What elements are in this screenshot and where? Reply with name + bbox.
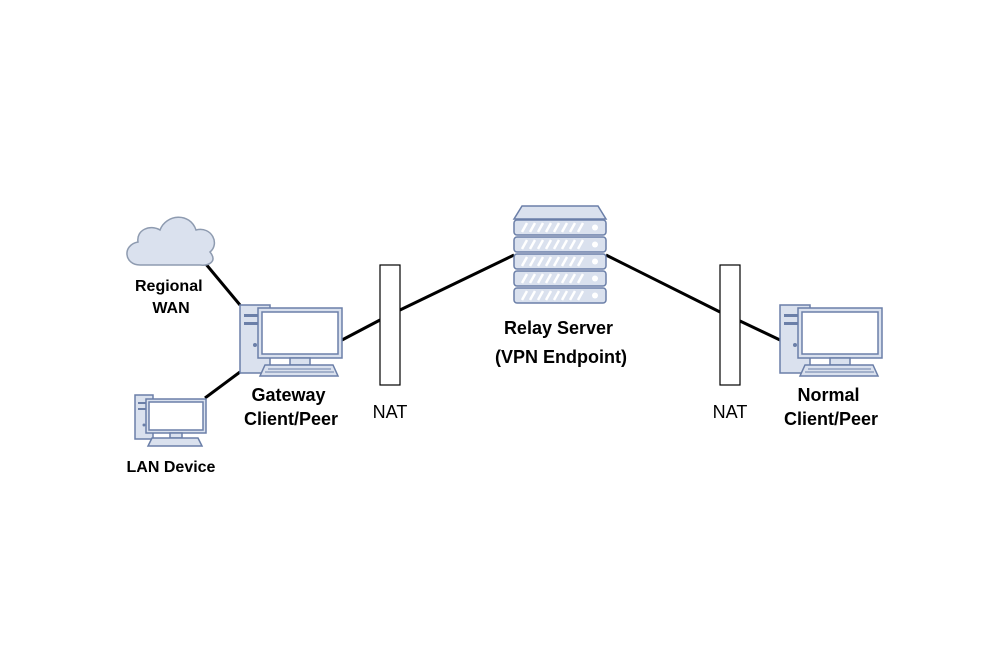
nat-left-label: NAT [373, 402, 408, 422]
nat-right-label: NAT [713, 402, 748, 422]
normal-client-computer-icon [779, 304, 883, 377]
normal-client-label: Normal Client/Peer [784, 385, 878, 429]
link-nat-left-relay [399, 253, 515, 312]
link-relay-nat-right [605, 253, 721, 314]
server-unit [513, 253, 607, 270]
lan-device-computer-icon [134, 394, 207, 447]
nat-right-box [719, 264, 741, 386]
cloud-icon [126, 216, 216, 266]
regional-wan-label: Regional WAN [135, 278, 207, 317]
server-icon [512, 205, 608, 304]
nat-left-box [379, 264, 401, 386]
lan-device-label: LAN Device [127, 459, 216, 476]
gateway-computer-icon [239, 304, 343, 377]
server-unit [513, 236, 607, 253]
link-lan-gateway [204, 370, 241, 400]
server-unit [513, 287, 607, 304]
server-unit [513, 219, 607, 236]
link-gateway-nat-left [341, 318, 381, 342]
gateway-label: Gateway Client/Peer [244, 385, 338, 429]
server-unit [513, 270, 607, 287]
relay-server-label: Relay Server (VPN Endpoint) [495, 318, 627, 367]
link-nat-right-normal [739, 319, 781, 342]
link-wan-gateway [203, 262, 242, 306]
